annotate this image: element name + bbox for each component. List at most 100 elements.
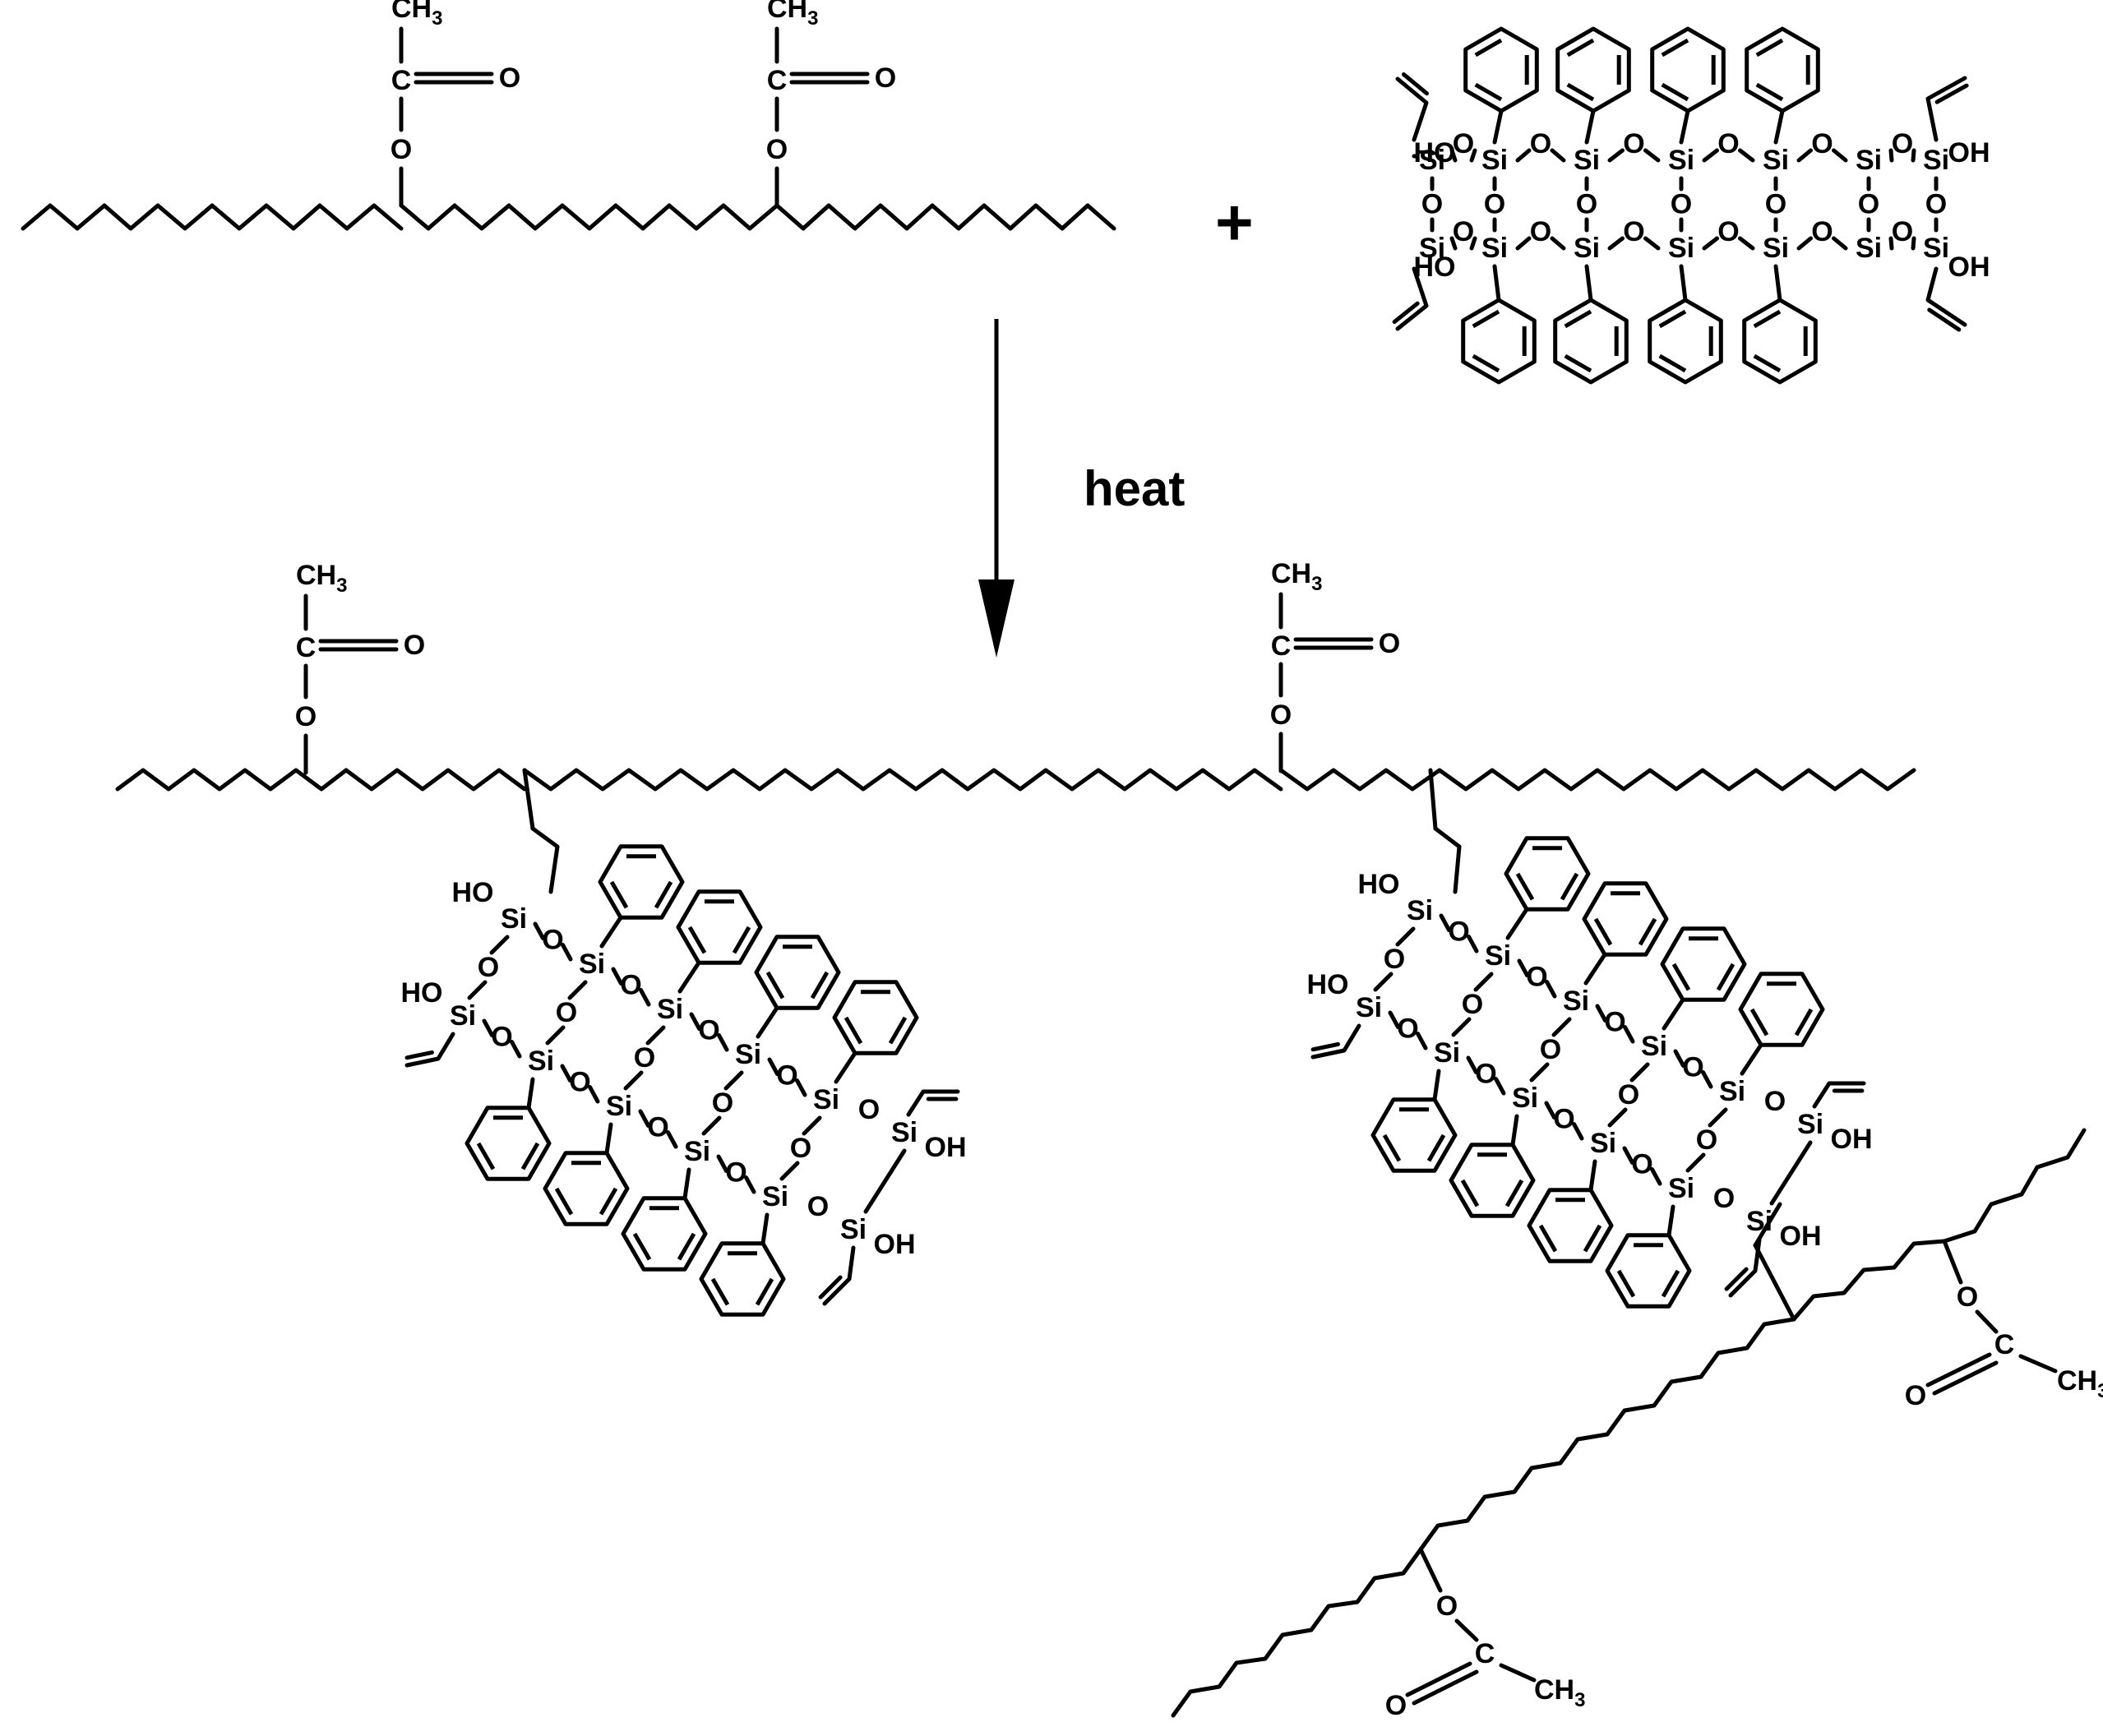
benzene-ring — [621, 1196, 708, 1272]
siloxane-bond — [1650, 1167, 1662, 1186]
graft-linker — [1753, 1243, 1796, 1322]
oxygen-atom-label: O — [1713, 1183, 1735, 1214]
siloxane-bond — [1388, 1010, 1400, 1029]
siloxane-bond — [1607, 148, 1625, 163]
benzene-ring — [1648, 298, 1723, 385]
siloxane-bond — [588, 1085, 600, 1104]
silicon-atom-label: Si — [735, 1039, 761, 1070]
silicon-atom-label: Si — [1574, 233, 1600, 264]
oxygen-atom-label: O — [1892, 216, 1913, 247]
siloxane-bond — [1769, 1140, 1813, 1206]
carbonyl-carbon-label: C — [767, 65, 788, 96]
phenyl-bond — [1588, 1159, 1597, 1193]
siloxane-bond — [623, 1070, 644, 1091]
aromatic-double-bond — [1593, 917, 1613, 946]
vinyl-double-bond — [1724, 1267, 1749, 1291]
benzene-ring — [1738, 972, 1825, 1047]
oxygen-atom-label: O — [404, 630, 425, 661]
graft-linker — [1433, 826, 1462, 849]
oxygen-atom-label: O — [1618, 1079, 1639, 1110]
hydroxyl-label: OH — [874, 1229, 916, 1260]
phenyl-bond — [1773, 108, 1785, 145]
aromatic-double-bond — [1753, 309, 1782, 329]
aromatic-double-bond — [1515, 872, 1535, 901]
hydroxyl-label: OH — [925, 1132, 967, 1163]
siloxane-bond — [1494, 1077, 1506, 1096]
hydroxyl-label: HO — [1307, 969, 1349, 1000]
aromatic-double-bond — [1638, 917, 1657, 946]
aromatic-double-bond — [888, 1016, 908, 1045]
product-alkyl-chain — [1278, 768, 1916, 792]
aromatic-double-bond — [710, 1277, 730, 1306]
vinyl-group — [1925, 76, 1967, 142]
phenyl-bond — [1584, 108, 1596, 145]
phenyl-bond — [756, 1005, 779, 1039]
phenyl-bond — [1505, 907, 1529, 940]
aromatic-double-bond — [609, 880, 629, 909]
silicon-atom-label: Si — [1407, 895, 1433, 926]
carbonyl-carbon-label: C — [1271, 630, 1292, 662]
oxygen-atom-label: O — [1484, 189, 1505, 220]
siloxane-bond — [716, 1154, 728, 1173]
methyl-label: CH3 — [296, 560, 347, 597]
benzene-ring — [1461, 298, 1537, 385]
phenyl-bond — [599, 915, 623, 949]
hydroxyl-label: HO — [401, 977, 443, 1009]
benzene-ring — [1504, 836, 1591, 912]
silicon-atom-label: Si — [1746, 1206, 1773, 1237]
siloxane-bond — [489, 935, 510, 955]
silicon-atom-label: Si — [1797, 1109, 1823, 1140]
oxygen-atom-label: O — [776, 1060, 797, 1092]
benzene-ring — [1742, 298, 1818, 385]
aromatic-double-bond — [1658, 353, 1687, 373]
aromatic-double-bond — [1460, 1179, 1480, 1207]
oxygen-atom-label: O — [499, 62, 520, 94]
siloxane-bond — [1544, 1101, 1556, 1120]
oxygen-atom-label: O — [1717, 128, 1739, 159]
ester-bond — [2018, 1354, 2058, 1374]
siloxane-bond — [1451, 1017, 1472, 1037]
aromatic-double-bond — [1426, 1133, 1446, 1162]
siloxane-bond — [1607, 236, 1625, 251]
siloxane-bond — [1643, 236, 1661, 251]
carbonyl-double-bond — [1925, 1352, 1992, 1387]
benzene-ring — [543, 1151, 630, 1226]
oxygen-atom-label: O — [1540, 1034, 1561, 1065]
siloxane-bond — [1685, 1152, 1706, 1173]
vinyl-double-bond — [1401, 72, 1429, 96]
aromatic-double-bond — [554, 1187, 574, 1216]
siloxane-bond — [611, 967, 623, 986]
oxygen-atom-label: O — [556, 997, 577, 1028]
oxygen-atom-label: O — [1526, 962, 1547, 993]
benzene-ring — [832, 980, 919, 1055]
benzene-ring — [1660, 926, 1747, 1002]
product-alkyl-chain — [1942, 1128, 2087, 1244]
methyl-label: CH3 — [1534, 1674, 1585, 1711]
siloxane-bond — [795, 1078, 807, 1097]
methyl-label: CH3 — [391, 0, 442, 30]
phenyl-bond — [526, 1077, 535, 1110]
silicon-atom-label: Si — [1356, 992, 1382, 1023]
benzene-ring — [465, 1106, 552, 1181]
alkyl-chain — [774, 203, 1116, 231]
oxygen-atom-label: O — [295, 701, 317, 732]
oxygen-atom-label: O — [1925, 189, 1947, 220]
vinyl-group — [1395, 76, 1429, 142]
benzene-ring — [754, 935, 841, 1010]
aromatic-double-bond — [1474, 82, 1503, 102]
vinyl-group — [906, 1089, 960, 1117]
hydroxyl-label: HO — [1414, 252, 1456, 283]
vinyl-group — [1812, 1081, 1866, 1109]
siloxane-bond — [1439, 913, 1451, 932]
product-alkyl-chain — [115, 768, 527, 792]
siloxane-bond — [1629, 1062, 1650, 1083]
graft-linker — [1753, 1202, 1782, 1248]
silicon-atom-label: Si — [1763, 145, 1789, 176]
oxygen-atom-label: O — [1957, 1281, 1978, 1313]
aromatic-double-bond — [1755, 38, 1784, 58]
siloxane-bond — [1473, 972, 1494, 992]
vinyl-double-bond — [1934, 83, 1969, 104]
siloxane-bond — [1911, 236, 1916, 251]
siloxane-bond — [1888, 236, 1894, 251]
